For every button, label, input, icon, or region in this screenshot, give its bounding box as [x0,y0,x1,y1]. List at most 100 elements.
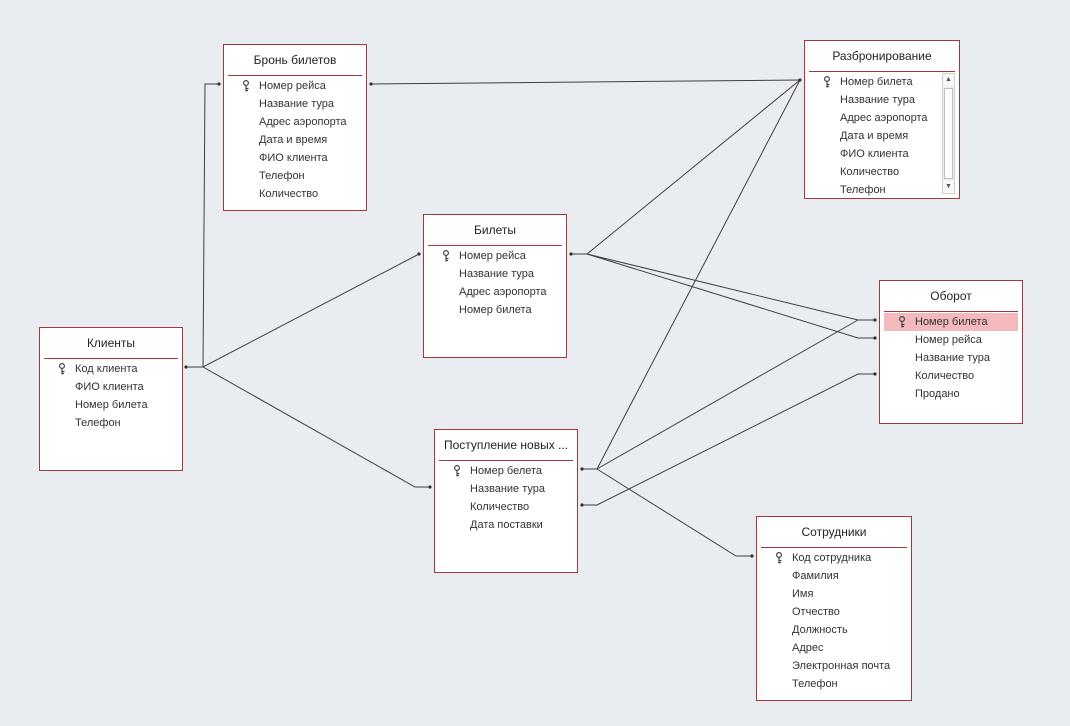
field-name: Дата и время [259,134,328,146]
field-row[interactable]: ФИО клиента [224,149,366,167]
relationship-line[interactable] [186,366,430,488]
field-row[interactable]: Код клиента [40,360,182,378]
field-name: Телефон [792,678,838,690]
field-name: Адрес аэропорта [259,116,347,128]
field-row[interactable]: Телефон [805,181,959,199]
scroll-down-arrow-icon[interactable]: ▼ [943,181,954,193]
field-row[interactable]: ФИО клиента [40,378,182,396]
field-row[interactable]: Электронная почта [757,657,911,675]
field-row[interactable]: Дата и время [805,127,959,145]
field-row[interactable]: Количество [224,185,366,203]
field-row[interactable]: Номер билета [40,396,182,414]
relationship-line[interactable] [586,253,875,339]
relationship-endpoint [873,318,877,322]
field-name: Название тура [459,268,534,280]
field-name: Код клиента [75,363,138,375]
table-title[interactable]: Билеты [428,215,562,246]
primary-key-icon [453,464,461,477]
field-name: Адрес аэропорта [459,286,547,298]
field-row[interactable]: Название тура [880,349,1022,367]
field-row[interactable]: Имя [757,585,911,603]
field-name: Количество [840,166,900,178]
field-row[interactable]: Номер рейса [224,77,366,95]
relationship-line[interactable] [596,319,859,470]
relationship-line[interactable] [596,468,752,557]
table-title[interactable]: Сотрудники [761,517,907,548]
relationship-line[interactable] [186,83,219,368]
relationship-endpoint [569,252,573,256]
table-title[interactable]: Клиенты [44,328,178,359]
table-title[interactable]: Разбронирование [809,41,955,72]
relationship-line[interactable] [186,253,420,368]
field-name: Фамилия [792,570,839,582]
table-title[interactable]: Поступление новых ... [439,430,573,461]
field-name: Номер билета [915,316,988,328]
vertical-scrollbar[interactable]: ▲▼ [942,73,955,194]
field-row[interactable]: Адрес аэропорта [224,113,366,131]
scroll-thumb[interactable] [944,88,953,179]
field-row[interactable]: Адрес [757,639,911,657]
relationship-endpoint [873,372,877,376]
table-title[interactable]: Оборот [884,281,1018,312]
field-row[interactable]: Телефон [757,675,911,693]
field-name: Название тура [470,483,545,495]
field-name: Количество [470,501,530,513]
field-row[interactable]: Продано [880,385,1022,403]
field-name: Количество [915,370,975,382]
relationship-line[interactable] [582,79,801,470]
field-name: Должность [792,624,848,636]
field-row[interactable]: Фамилия [757,567,911,585]
primary-key-icon [775,551,783,564]
relationship-endpoint [217,82,221,86]
field-row[interactable]: Отчество [757,603,911,621]
field-row[interactable]: Адрес аэропорта [805,109,959,127]
field-name: Код сотрудника [792,552,872,564]
relationship-endpoint [580,467,584,471]
field-row[interactable]: Название тура [224,95,366,113]
field-name: Название тура [259,98,334,110]
field-row[interactable]: ФИО клиента [805,145,959,163]
field-row[interactable]: Код сотрудника [757,549,911,567]
field-row[interactable]: Номер билета [805,73,959,91]
field-row[interactable]: Количество [880,367,1022,385]
field-row[interactable]: Номер белета [435,462,577,480]
field-row[interactable]: Номер рейса [424,247,566,265]
field-row[interactable]: Название тура [424,265,566,283]
field-row[interactable]: Номер билета [424,301,566,319]
field-row[interactable]: Дата поставки [435,516,577,534]
field-row[interactable]: Количество [805,163,959,181]
relationship-line[interactable] [586,253,875,321]
scroll-up-arrow-icon[interactable]: ▲ [943,74,954,86]
primary-key-icon [58,362,66,375]
field-name: Продано [915,388,960,400]
field-row[interactable]: Название тура [435,480,577,498]
relationship-line[interactable] [571,79,801,255]
relationship-line[interactable] [582,373,875,506]
field-row[interactable]: Номер билета [884,313,1018,331]
field-row[interactable]: Название тура [805,91,959,109]
field-name: ФИО клиента [259,152,328,164]
primary-key-icon [242,79,250,92]
field-name: Номер белета [470,465,543,477]
field-row[interactable]: Номер рейса [880,331,1022,349]
field-row[interactable]: Телефон [40,414,182,432]
field-row[interactable]: Дата и время [224,131,366,149]
field-row[interactable]: Должность [757,621,911,639]
relationship-line[interactable] [370,79,801,85]
field-row[interactable]: Телефон [224,167,366,185]
field-row[interactable]: Адрес аэропорта [424,283,566,301]
field-row[interactable]: Количество [435,498,577,516]
table-title[interactable]: Бронь билетов [228,45,362,76]
